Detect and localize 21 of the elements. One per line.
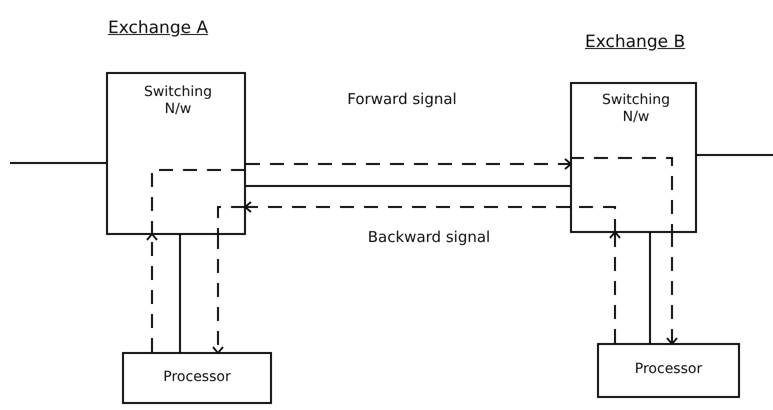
dashed-signal-arrow bbox=[244, 201, 570, 213]
exchange-heading: Exchange B bbox=[585, 32, 686, 52]
connection-line bbox=[246, 185, 570, 187]
labeled-box bbox=[570, 82, 697, 233]
connection-line bbox=[697, 154, 773, 156]
box-label: Switching N/w bbox=[601, 92, 671, 126]
labeled-box bbox=[122, 352, 272, 404]
dashed-signal-arrow bbox=[609, 231, 621, 343]
dashed-signal-arrow bbox=[146, 233, 158, 352]
box-label: Processor bbox=[162, 369, 232, 386]
labeled-box bbox=[597, 343, 740, 398]
box-label: Processor bbox=[634, 361, 704, 378]
dashed-signal-arrow bbox=[666, 233, 678, 345]
connection-line bbox=[649, 233, 651, 343]
dashed-signal-arrow bbox=[246, 158, 572, 170]
connection-line bbox=[179, 235, 181, 352]
connection-line bbox=[10, 162, 106, 164]
labeled-box bbox=[106, 72, 246, 235]
dashed-signal-arrow bbox=[212, 235, 224, 354]
box-label: Switching N/w bbox=[143, 84, 213, 118]
exchange-heading: Exchange A bbox=[108, 18, 208, 38]
